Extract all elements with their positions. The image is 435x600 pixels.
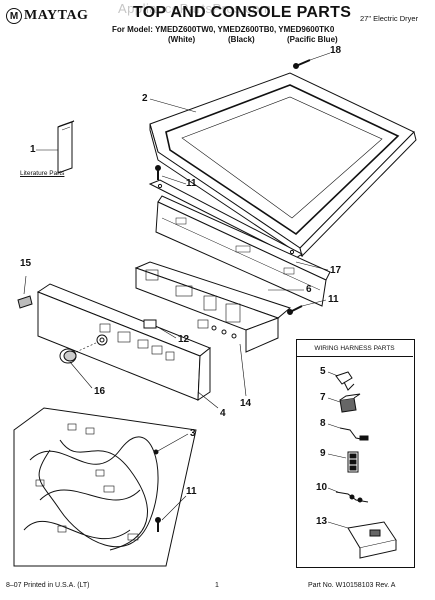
page-number: 1 [215, 582, 219, 589]
console-bracket-drawing [148, 179, 303, 259]
print-info: 8–07 Printed in U.S.A. (LT) [6, 582, 90, 589]
harness-connector-10-icon [335, 491, 369, 503]
knob-16-icon [59, 348, 77, 364]
callout-11-bottom: 11 [186, 486, 197, 497]
callout-12: 12 [178, 334, 190, 345]
callout-18: 18 [330, 45, 342, 56]
callout-1: 1 [30, 144, 36, 155]
screw-11-bottom-icon [155, 517, 161, 532]
callout-6: 6 [306, 284, 312, 295]
callout-17: 17 [330, 265, 342, 276]
legend-item-8: 8 [320, 418, 326, 429]
wiring-harness-title: WIRING HARNESS PARTS [314, 345, 395, 352]
callout-16: 16 [94, 386, 106, 397]
screw-18-icon [293, 59, 311, 69]
legend-item-9: 9 [320, 448, 326, 459]
legend-divider [296, 356, 413, 357]
top-panel-2-drawing [149, 72, 417, 258]
harness-connector-13-icon [347, 521, 397, 559]
wiring-harness-legend [296, 339, 415, 568]
callout-15: 15 [20, 258, 32, 269]
callout-3: 3 [190, 428, 196, 439]
callout-11-mid: 11 [328, 294, 339, 305]
button-12-icon [143, 319, 157, 329]
harness-connector-9-icon [347, 451, 359, 473]
literature-parts-label: Literature Parts [20, 170, 65, 177]
color-black: (Black) [228, 35, 255, 44]
color-white: (White) [168, 35, 196, 44]
callout-4: 4 [220, 408, 226, 419]
watermark: AppliancePartsPros.com [118, 1, 272, 16]
model-line: For Model: YMEDZ600TW0, YMEDZ600TB0, YME… [112, 25, 335, 34]
product-subtitle: 27" Electric Dryer [360, 14, 419, 23]
legend-item-5: 5 [320, 366, 326, 377]
literature-booklet-icon [57, 120, 75, 174]
console-panel-4-drawing [36, 283, 211, 401]
callout-14: 14 [240, 398, 252, 409]
legend-item-13: 13 [316, 516, 328, 527]
harness-connector-5-icon [335, 371, 355, 391]
callout-2: 2 [142, 93, 148, 104]
maytag-logo: M MAYTAG [6, 8, 88, 24]
harness-connector-8-icon [339, 427, 369, 441]
legend-item-10: 10 [316, 482, 328, 493]
color-pacific-blue: (Pacific Blue) [287, 35, 338, 44]
wiring-harness-3-drawing [13, 407, 197, 567]
brand-name: MAYTAG [24, 8, 89, 23]
control-board-6-drawing [134, 261, 292, 353]
callout-11-top: 11 [186, 178, 197, 189]
part-number: Part No. W10158103 Rev. A [308, 582, 396, 589]
maytag-m-icon: M [6, 8, 22, 24]
console-frame-17-drawing [155, 195, 331, 307]
badge-15-icon [17, 295, 33, 309]
screw-11-top-icon [155, 165, 161, 180]
screw-11-mid-icon [287, 305, 303, 315]
harness-connector-7-icon [339, 393, 361, 413]
page-title: TOP AND CONSOLE PARTS [133, 4, 352, 21]
legend-item-7: 7 [320, 392, 326, 403]
